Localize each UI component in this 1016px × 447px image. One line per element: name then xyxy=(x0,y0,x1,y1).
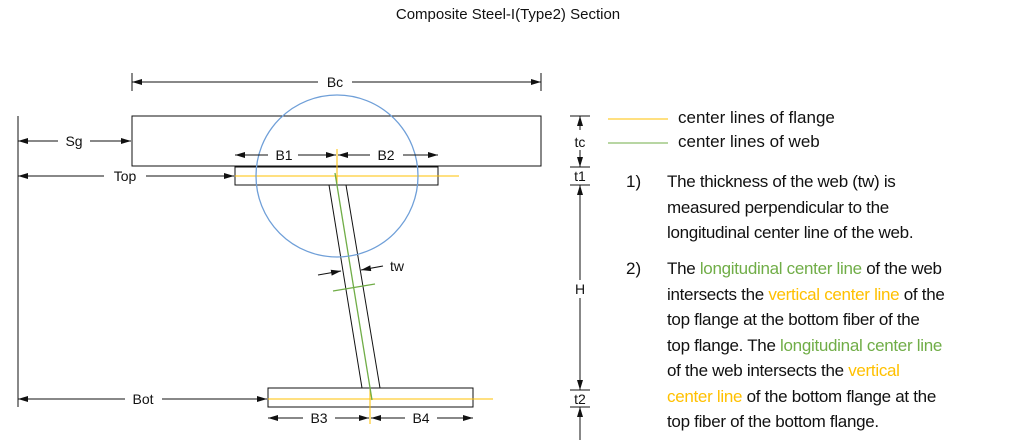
note-text-segment: of the bottom flange at the xyxy=(742,386,937,406)
note-text-segment: of the xyxy=(899,284,945,304)
dim-label-tc: tc xyxy=(575,134,586,150)
note-line: The thickness of the web (tw) is xyxy=(667,172,896,192)
note-line: top flange at the bottom fiber of the xyxy=(667,310,920,330)
note-number: 2) xyxy=(626,259,642,278)
dim-label-sg: Sg xyxy=(65,133,82,149)
note-text-segment: intersects the xyxy=(667,284,769,304)
note-number: 1) xyxy=(626,172,642,191)
dim-label-b3: B3 xyxy=(310,410,327,426)
diagram-title: Composite Steel-I(Type2) Section xyxy=(395,6,621,23)
note-line: The longitudinal center line of the web xyxy=(667,259,942,279)
note-text-segment: longitudinal center line xyxy=(699,259,862,278)
note-text-segment: vertical xyxy=(848,361,900,380)
web-center-line xyxy=(334,172,373,401)
dim-label-tw: tw xyxy=(390,258,405,274)
dim-label-bc: Bc xyxy=(327,74,343,90)
note-text-segment: The xyxy=(667,259,700,278)
dim-label-t2: t2 xyxy=(574,391,586,407)
note-line: measured perpendicular to the xyxy=(667,198,889,218)
note-text-segment: center line xyxy=(667,386,743,406)
detail-circle xyxy=(255,94,419,258)
note-text-segment: longitudinal center line xyxy=(780,335,943,355)
note-line: top flange. The longitudinal center line xyxy=(667,336,942,356)
note-line: center line of the bottom flange at the xyxy=(667,387,936,407)
note-text-segment: top flange. The xyxy=(667,335,781,355)
note-text-segment: of the web intersects the xyxy=(667,361,849,380)
web-left-edge xyxy=(328,184,363,389)
note-text-segment: top flange at the bottom fiber of the xyxy=(667,310,920,329)
note-text-segment: top fiber of the bottom flange. xyxy=(667,412,879,431)
legend-label-flange: center lines of flange xyxy=(678,108,835,127)
dim-label-top: Top xyxy=(114,168,137,184)
dim-label-b2: B2 xyxy=(377,147,394,163)
dim-label-bot: Bot xyxy=(132,391,153,407)
note-text-segment: measured perpendicular to the xyxy=(667,197,889,217)
dim-label-t1: t1 xyxy=(574,168,586,184)
dim-label-h: H xyxy=(575,281,585,297)
note-line: intersects the vertical center line of t… xyxy=(667,285,945,305)
note-text-segment: longitudinal center line of the web. xyxy=(667,223,914,242)
dim-label-b1: B1 xyxy=(275,147,292,163)
note-line: top fiber of the bottom flange. xyxy=(667,412,879,432)
web-thickness-line xyxy=(332,283,376,292)
note-line: longitudinal center line of the web. xyxy=(667,223,914,243)
note-line: of the web intersects the vertical xyxy=(667,361,900,381)
note-text-segment: of the web xyxy=(861,259,942,278)
note-text-segment: vertical center line xyxy=(768,284,900,304)
dim-label-b4: B4 xyxy=(412,410,429,426)
legend-label-web: center lines of web xyxy=(678,132,820,151)
note-text-segment: The thickness of the web (tw) is xyxy=(667,172,896,191)
